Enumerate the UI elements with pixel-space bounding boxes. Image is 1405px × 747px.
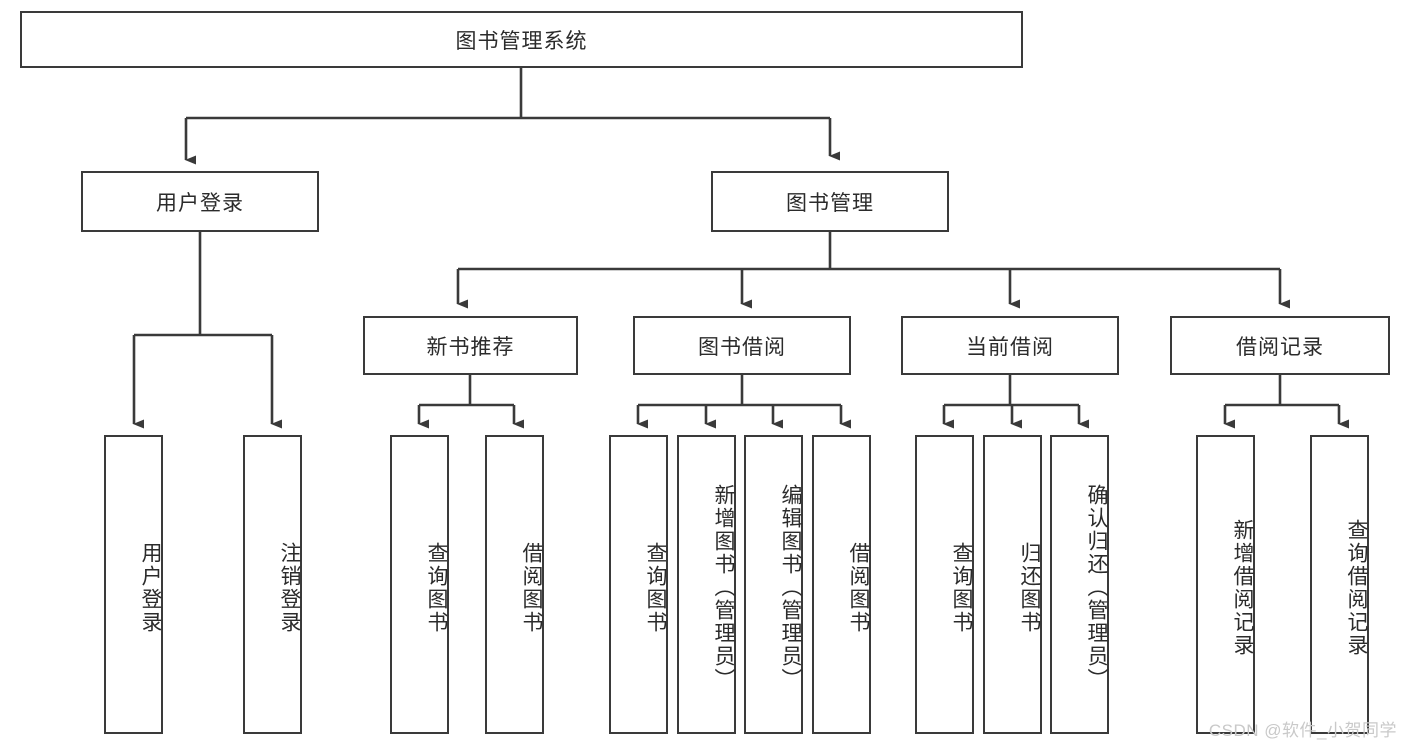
- node-user-login[interactable]: 用户登录: [81, 171, 319, 232]
- node-user-login-label: 用户登录: [156, 191, 244, 215]
- node-book-manage[interactable]: 图书管理: [711, 171, 949, 232]
- node-book-borrow[interactable]: 图书借阅: [633, 316, 851, 375]
- node-root-label: 图书管理系统: [455, 29, 588, 53]
- node-leaf-add-record-label: 新增借阅记录: [1231, 518, 1254, 657]
- node-leaf-query-book-current-label: 查询图书: [950, 541, 973, 634]
- node-new-book-rec-label: 新书推荐: [426, 335, 515, 359]
- node-current-borrow-label: 当前借阅: [966, 335, 1054, 359]
- node-leaf-add-book[interactable]: 新增图书（管理员）: [677, 435, 736, 734]
- node-leaf-return-book[interactable]: 归还图书: [983, 435, 1042, 734]
- node-leaf-query-book-rec-label: 查询图书: [425, 541, 448, 634]
- node-leaf-query-record-label: 查询借阅记录: [1345, 518, 1368, 657]
- watermark: CSDN @软件_小贺同学: [1208, 721, 1397, 740]
- node-leaf-borrow-book-rec[interactable]: 借阅图书: [485, 435, 544, 734]
- node-book-manage-label: 图书管理: [786, 191, 874, 215]
- node-leaf-confirm-return[interactable]: 确认归还（管理员）: [1050, 435, 1109, 734]
- node-leaf-query-book-rec[interactable]: 查询图书: [390, 435, 449, 734]
- node-leaf-query-record[interactable]: 查询借阅记录: [1310, 435, 1369, 734]
- node-leaf-add-book-label: 新增图书（管理员）: [712, 484, 735, 691]
- node-root[interactable]: 图书管理系统: [20, 11, 1023, 68]
- node-leaf-user-login-label: 用户登录: [139, 541, 162, 634]
- node-leaf-borrow-book-label: 借阅图书: [847, 541, 870, 634]
- node-current-borrow[interactable]: 当前借阅: [901, 316, 1119, 375]
- node-borrow-record-label: 借阅记录: [1236, 335, 1324, 359]
- node-new-book-rec[interactable]: 新书推荐: [363, 316, 578, 375]
- node-leaf-add-record[interactable]: 新增借阅记录: [1196, 435, 1255, 734]
- node-leaf-query-book-borrow[interactable]: 查询图书: [609, 435, 668, 734]
- node-leaf-user-logout-label: 注销登录: [278, 541, 301, 634]
- node-leaf-query-book-borrow-label: 查询图书: [644, 541, 667, 634]
- node-leaf-edit-book-label: 编辑图书（管理员）: [779, 484, 802, 691]
- node-leaf-edit-book[interactable]: 编辑图书（管理员）: [744, 435, 803, 734]
- node-leaf-borrow-book[interactable]: 借阅图书: [812, 435, 871, 734]
- node-leaf-borrow-book-rec-label: 借阅图书: [520, 541, 543, 634]
- node-leaf-user-logout[interactable]: 注销登录: [243, 435, 302, 734]
- node-borrow-record[interactable]: 借阅记录: [1170, 316, 1390, 375]
- node-book-borrow-label: 图书借阅: [698, 335, 786, 359]
- node-leaf-return-book-label: 归还图书: [1018, 541, 1041, 634]
- node-leaf-query-book-current[interactable]: 查询图书: [915, 435, 974, 734]
- node-leaf-user-login[interactable]: 用户登录: [104, 435, 163, 734]
- node-leaf-confirm-return-label: 确认归还（管理员）: [1085, 484, 1108, 691]
